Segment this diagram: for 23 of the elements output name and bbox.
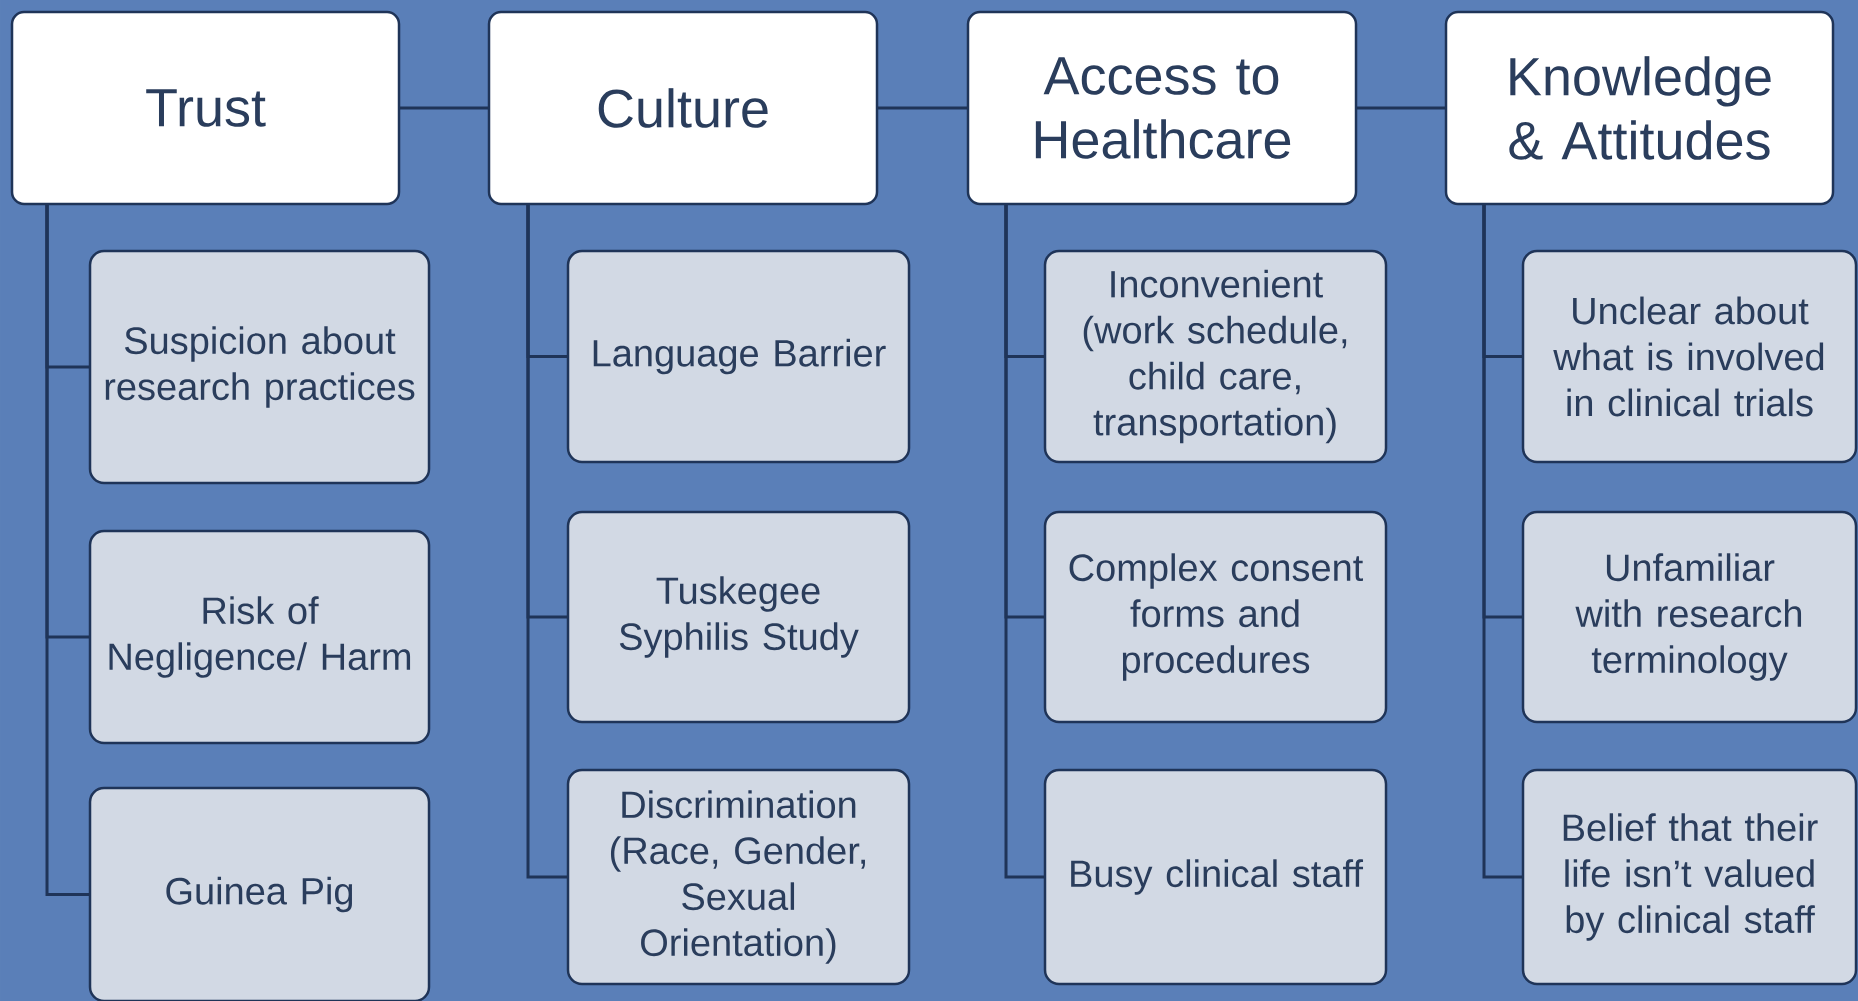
connector-line	[1356, 106, 1446, 110]
connector-line	[399, 106, 489, 110]
factor-box: Risk of Negligence/ Harm	[88, 529, 431, 745]
factor-box: Complex consent forms and procedures	[1043, 510, 1388, 724]
category-box: Access to Healthcare	[966, 10, 1358, 206]
factor-box: Unfamiliar with research terminology	[1521, 510, 1858, 724]
factor-box: Tuskegee Syphilis Study	[566, 510, 911, 724]
connector-line	[1004, 204, 1045, 879]
connector-line	[1482, 204, 1523, 879]
factor-box: Discrimination (Race, Gender, Sexual Orientation)	[566, 768, 911, 986]
connector-line	[45, 204, 90, 896]
factor-box: Busy clinical staff	[1043, 768, 1388, 986]
category-box: Knowledge & Attitudes	[1444, 10, 1835, 206]
factor-box: Suspicion about research practices	[88, 249, 431, 485]
category-box: Culture	[487, 10, 879, 206]
connector-line	[877, 106, 968, 110]
factor-box: Belief that their life isn’t valued by clinical staff	[1521, 768, 1858, 986]
connector-line	[526, 204, 568, 879]
factor-box: Guinea Pig	[88, 786, 431, 1001]
category-box: Trust	[10, 10, 401, 206]
factor-box: Language Barrier	[566, 249, 911, 464]
factor-box: Inconvenient (work schedule, child care, transportation)	[1043, 249, 1388, 464]
factor-box: Unclear about what is involved in clinical trials	[1521, 249, 1858, 464]
